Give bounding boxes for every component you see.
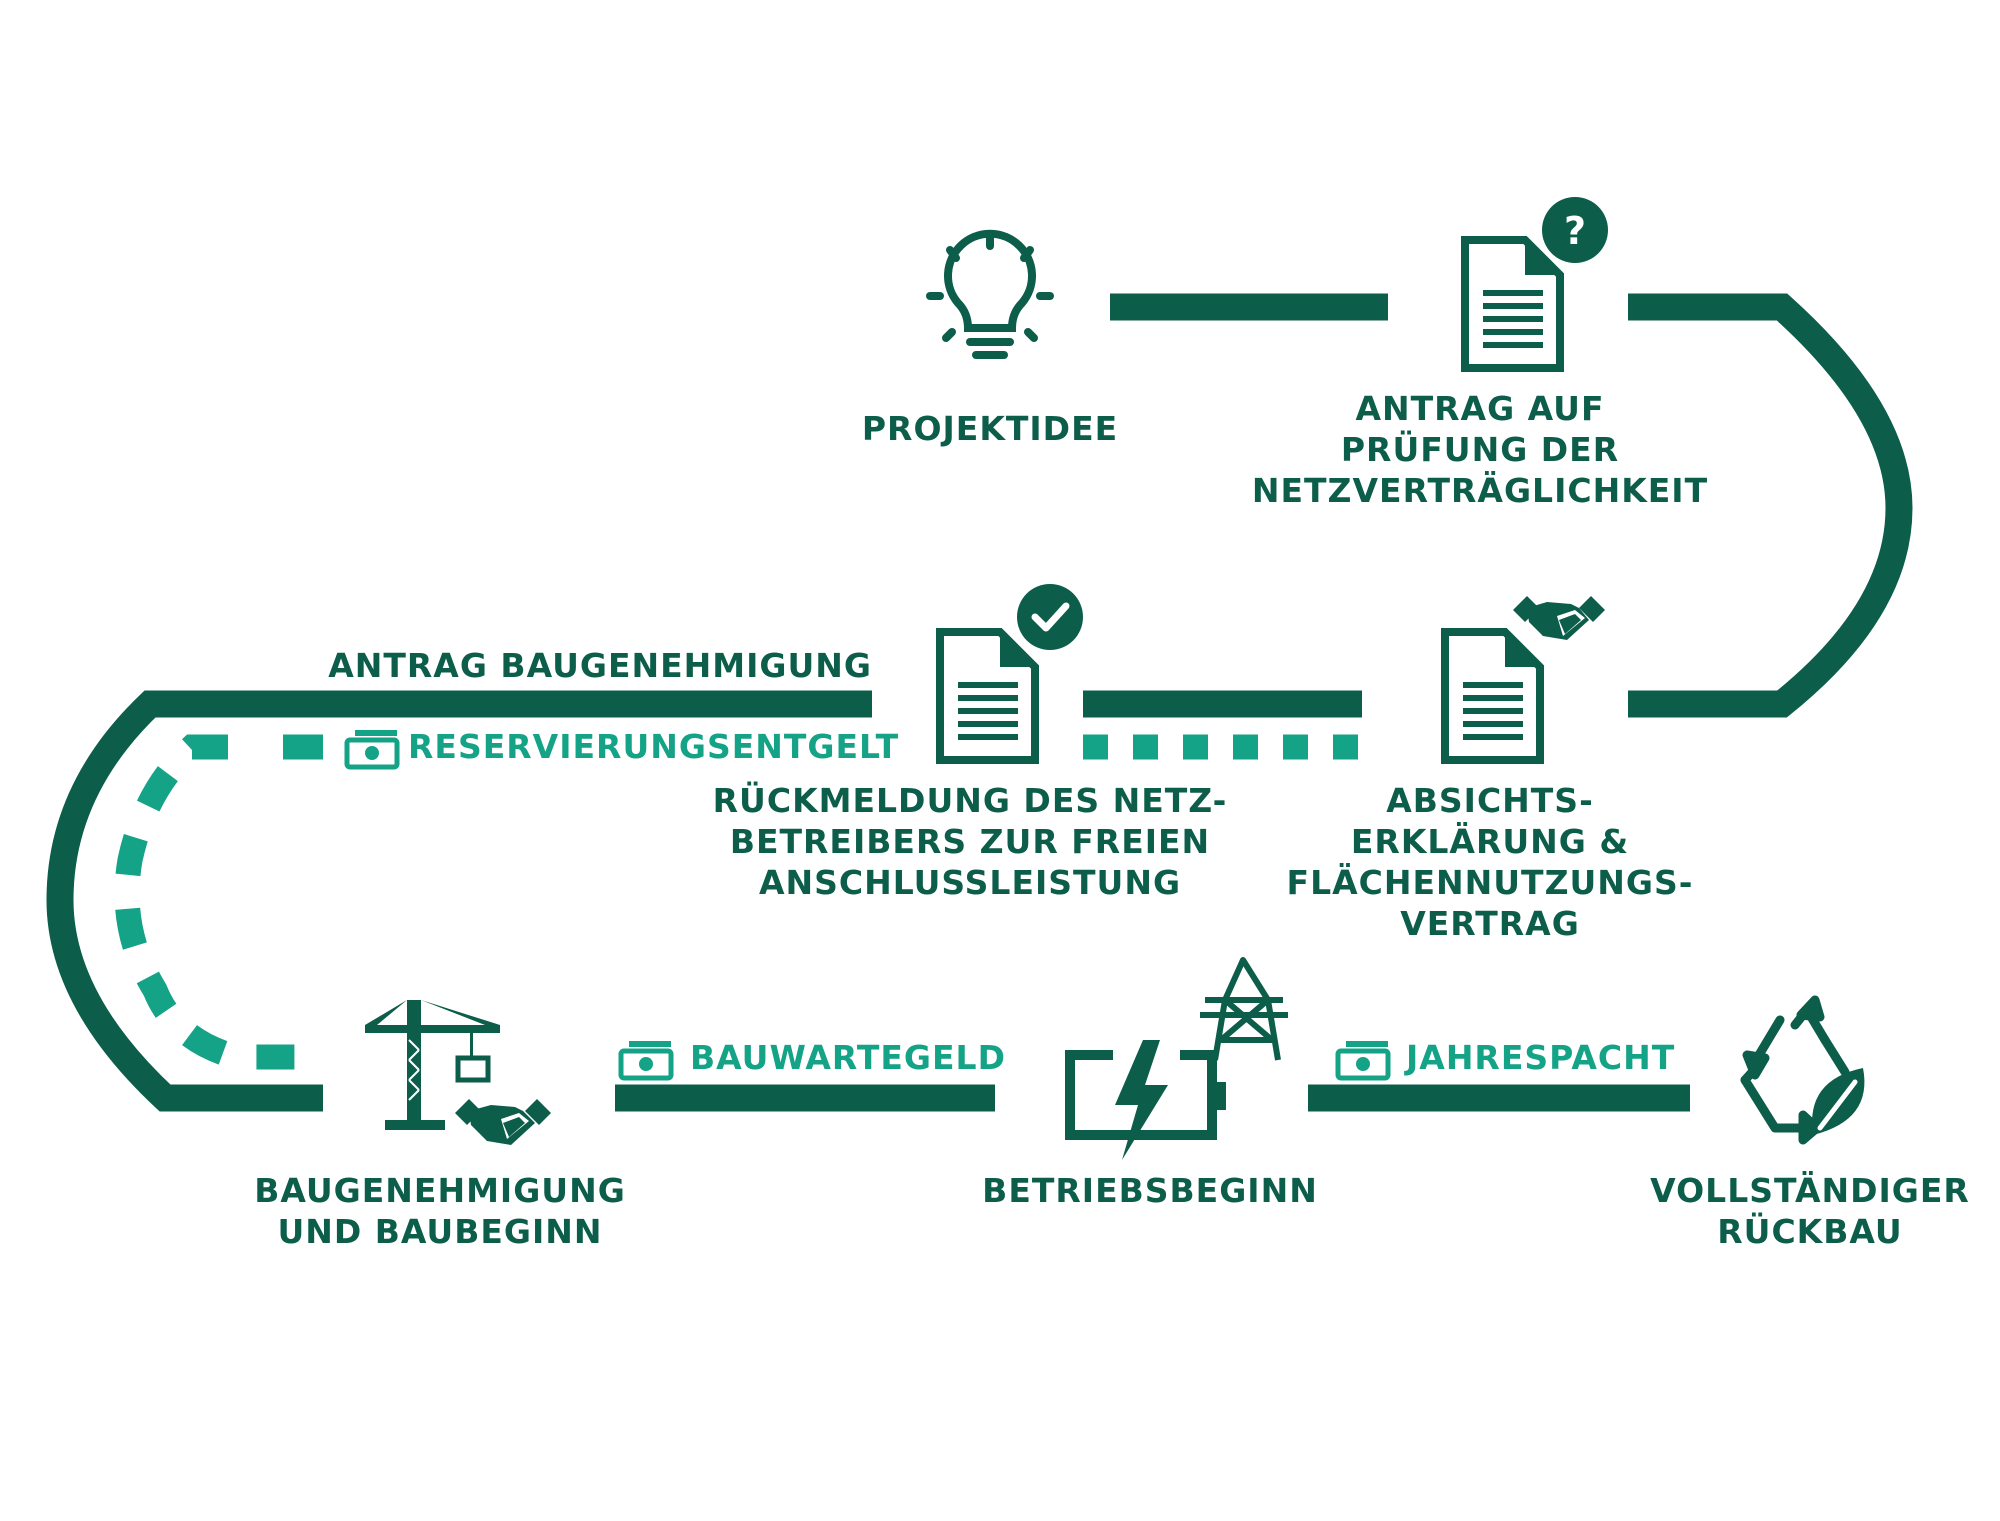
money-icon <box>618 1041 674 1081</box>
svg-text:?: ? <box>1564 209 1586 253</box>
label-line: FLÄCHENNUTZUNGS- <box>1286 863 1694 902</box>
label-line: ANSCHLUSSLEISTUNG <box>758 863 1182 902</box>
label-projektidee: PROJEKTIDEE <box>840 408 1140 449</box>
label-line: ANTRAG AUF <box>1355 389 1605 428</box>
label-line: RÜCKMELDUNG DES NETZ- <box>712 781 1228 820</box>
label-line: ERKLÄRUNG & <box>1350 822 1630 861</box>
label-line: ANTRAG BAUGENEHMIGUNG <box>328 646 872 685</box>
label-line: PROJEKTIDEE <box>861 409 1119 448</box>
label-line: RESERVIERUNGSENTGELT <box>408 727 900 766</box>
label-line: VERTRAG <box>1400 904 1580 943</box>
label-line: BAUGENEHMIGUNG <box>254 1171 626 1210</box>
label-line: VOLLSTÄNDIGER <box>1650 1171 1970 1210</box>
recycle-leaf-icon <box>1740 995 1865 1145</box>
label-line: BETRIEBSBEGINN <box>982 1171 1318 1210</box>
label-line: BETREIBERS ZUR FREIEN <box>729 822 1211 861</box>
label-baugenehmigung: BAUGENEHMIGUNG UND BAUBEGINN <box>230 1170 650 1252</box>
label-line: NETZVERTRÄGLICHKEIT <box>1251 471 1709 510</box>
document-check-icon <box>936 584 1083 764</box>
money-icon <box>344 730 400 770</box>
fee-label-bauwartegeld: BAUWARTEGELD <box>690 1037 1006 1078</box>
money-icon <box>1335 1041 1391 1081</box>
crane-handshake-icon <box>365 1000 551 1145</box>
label-absicht: ABSICHTS- ERKLÄRUNG & FLÄCHENNUTZUNGS- V… <box>1270 780 1710 944</box>
label-line: UND BAUBEGINN <box>277 1212 603 1251</box>
lightbulb-icon <box>926 229 1054 359</box>
label-rueckmeldung: RÜCKMELDUNG DES NETZ- BETREIBERS ZUR FRE… <box>700 780 1240 903</box>
curve-right <box>1628 293 1913 718</box>
label-betriebsbeginn: BETRIEBSBEGINN <box>980 1170 1320 1211</box>
fee-paths <box>114 734 1362 1070</box>
label-rueckbau: VOLLSTÄNDIGER RÜCKBAU <box>1625 1170 1995 1252</box>
connectors <box>46 293 1913 1112</box>
label-line: BAUWARTEGELD <box>690 1038 1006 1077</box>
label-line: PRÜFUNG DER <box>1340 430 1620 469</box>
battery-pylon-icon <box>1065 957 1288 1160</box>
label-line: JAHRESPACHT <box>1406 1038 1676 1077</box>
document-handshake-icon <box>1441 596 1605 764</box>
label-antrag-pruefung: ANTRAG AUF PRÜFUNG DER NETZVERTRÄGLICHKE… <box>1240 388 1720 511</box>
label-line: ABSICHTS- <box>1386 781 1594 820</box>
label-line: RÜCKBAU <box>1717 1212 1903 1251</box>
fee-label-reservierungsentgelt: RESERVIERUNGSENTGELT <box>408 726 899 767</box>
curve-left <box>46 690 872 1112</box>
dashed-curve-left <box>114 734 323 1070</box>
label-antrag-baugenehmigung: ANTRAG BAUGENEHMIGUNG <box>280 645 872 686</box>
fee-label-jahrespacht: JAHRESPACHT <box>1406 1037 1675 1078</box>
document-question-icon: ? <box>1461 197 1608 372</box>
